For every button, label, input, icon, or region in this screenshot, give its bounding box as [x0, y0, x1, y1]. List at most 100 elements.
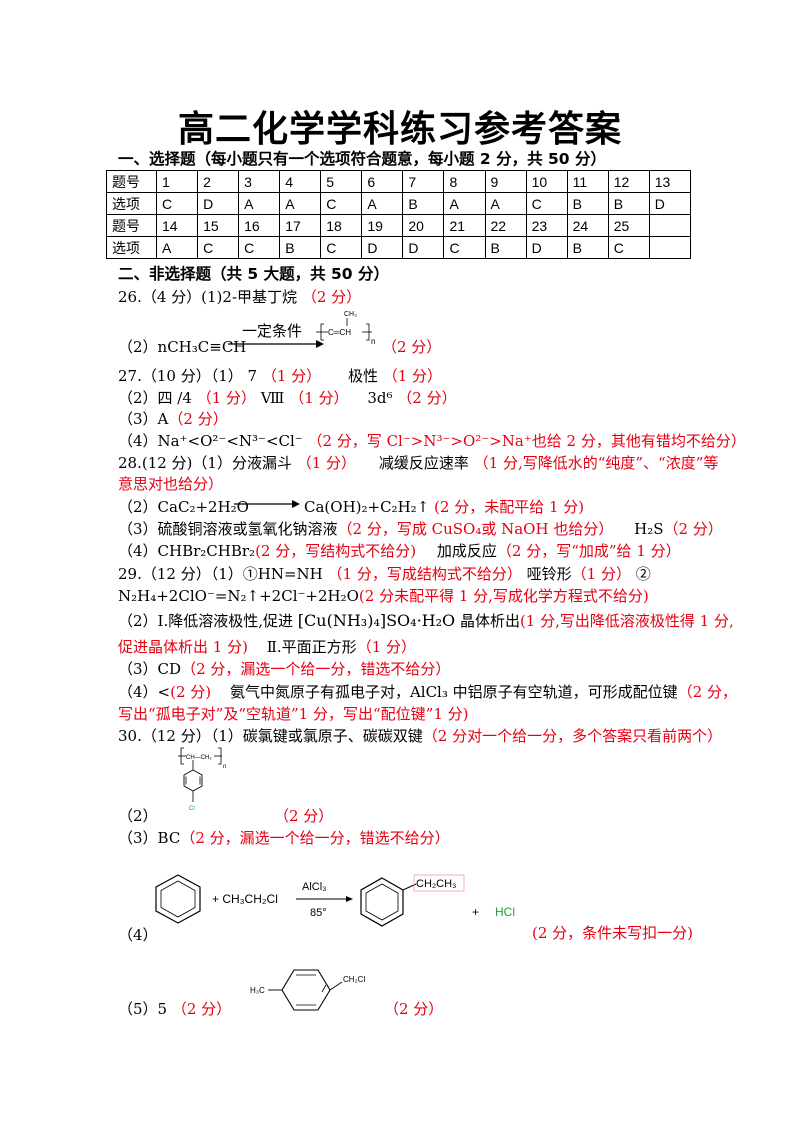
table-cell: D — [402, 236, 445, 259]
q30-reaction-scheme: + CH₃CH₂Cl AlCl₃ 85° CH₂CH₃ + HCl — [155, 874, 515, 927]
q29-s10: 写出“孤电子对”及“空轨道”1 分，写出“配位键”1 分) — [118, 705, 469, 723]
q27-s4: （1 分） — [289, 389, 349, 407]
table-cell: A — [484, 192, 527, 215]
reagent-label: + CH₃CH₂Cl — [212, 892, 278, 906]
q29-line3: （2）Ⅰ.降低溶液极性,促进 [Cu(NH₃)₄]SO₄·H₂O 晶体析出(1 … — [118, 610, 734, 631]
q30-line3: （3）BC（2 分，漏选一个给一分，错选不给分） — [118, 827, 450, 848]
pvc-n-label: n — [223, 764, 226, 770]
q27-a3: （3）A — [118, 410, 169, 428]
pvc-main-label: CH—CH₂ — [186, 755, 212, 761]
table-cell: C — [320, 192, 363, 215]
q28-arrow — [234, 500, 300, 508]
table-cell: 11 — [566, 170, 609, 193]
page-title: 高二化学学科练习参考答案 — [177, 109, 622, 150]
q28-s3: 意思对也给分） — [118, 475, 224, 493]
table-cell: D — [361, 236, 404, 259]
table-cell: 18 — [320, 214, 363, 237]
q30-product-structure: H₃C CH₂Cl — [250, 969, 365, 1011]
q26-line1: 26.（4 分）(1)2-甲基丁烷 （2 分） — [118, 286, 361, 307]
table-cell: 2 — [197, 170, 240, 193]
q28-s1: （1 分） — [296, 454, 357, 472]
q28-a4: （4）CHBr₂CHBr₂ — [118, 542, 256, 560]
q29-s2: （1 分） — [571, 565, 631, 583]
section1-heading: 一、选择题（每小题只有一个选项符合题意，每小题 2 分，共 50 分） — [118, 150, 606, 168]
poly-ch3-label: CH₃ — [344, 311, 357, 318]
table-cell: D — [525, 236, 568, 259]
table-cell: D — [197, 192, 240, 215]
table-cell: 5 — [320, 170, 363, 193]
q27-b2: Ⅷ — [260, 389, 285, 407]
poly-main-label: C═CH — [328, 328, 351, 337]
q29-b6: 氨气中氮原子有孤电子对，AlCl₃ 中铝原子有空轨道，可形成配位键 — [229, 683, 678, 701]
q28-s5: （2 分，写成 CuSO₄或 NaOH 也给分） — [337, 520, 614, 538]
table-cell: A — [279, 192, 322, 215]
table-cell: 6 — [361, 170, 404, 193]
table-cell: 21 — [443, 214, 486, 237]
q26-line2: （2）nCH₃C≡CH — [118, 336, 246, 357]
chloromethyl-label: CH₂Cl — [343, 975, 365, 984]
q29-line5: （3）CD（2 分，漏选一个给一分，错选不给分） — [118, 658, 450, 679]
q29-b4: Ⅱ.平面正方形 — [266, 638, 357, 656]
q26-arrow — [228, 340, 324, 348]
q29-s4: (1 分,写出降低溶液极性得 1 分, — [519, 612, 734, 630]
table-cell: 23 — [525, 214, 568, 237]
table-cell: C — [320, 236, 363, 259]
methyl-label: H₃C — [250, 986, 265, 995]
q29-b1: 哑铃形 — [526, 565, 572, 583]
catalyst-label: AlCl₃ — [302, 881, 327, 893]
table-cell: 14 — [155, 214, 199, 237]
q28-b3: H₂S — [634, 520, 664, 538]
q29-complex-formula: [Cu(NH₃)₄]SO₄·H₂O — [297, 611, 456, 630]
table-cell: C — [197, 236, 240, 259]
q28-line2: （2）CaC₂+2H₂O — [118, 496, 249, 517]
q29-a1: 29.（12 分）（1）①HN=NH — [118, 565, 323, 583]
table-cell: 19 — [361, 214, 404, 237]
plus-sign: + — [472, 905, 479, 919]
q30-s2: （2 分） — [274, 807, 334, 825]
q30-line5: （5）5 （2 分） — [118, 998, 231, 1019]
table-cell: 20 — [402, 214, 445, 237]
benzene-reactant — [155, 874, 201, 924]
table-cell: 8 — [443, 170, 486, 193]
q28-b4: 加成反应 — [436, 542, 497, 560]
table-cell — [648, 214, 692, 237]
ethylbenzene-product — [360, 877, 404, 927]
q28-s7: (2 分，写结构式不给分) — [255, 542, 417, 560]
q27-a1: 27.（10 分）（1） 7 — [118, 367, 258, 385]
section2-heading: 二、非选择题（共 5 大题，共 50 分） — [118, 265, 389, 283]
table-cell: D — [648, 192, 692, 215]
q26-score2: （2 分） — [382, 338, 442, 356]
q29-b3: 晶体析出 — [459, 612, 520, 630]
q27-s1: （1 分） — [261, 367, 322, 385]
table-cell: 17 — [279, 214, 322, 237]
table-cell: B — [484, 236, 527, 259]
q28-s8: （2 分，写“加成”给 1 分） — [496, 542, 681, 560]
q27-line3: （3）A（2 分） — [118, 408, 228, 429]
q26-polymer-structure: CH₃ C═CH n — [316, 311, 375, 346]
q30-s1: （2 分对一个给一分，多个答案只看前两个） — [422, 727, 723, 745]
table-cell: C — [443, 236, 486, 259]
q26-condition: 一定条件 — [242, 322, 303, 340]
poly-n-label: n — [371, 337, 375, 346]
q29-s7: （2 分，漏选一个给一分，错选不给分） — [181, 660, 451, 678]
q30-a2: （2） — [118, 807, 158, 825]
table-cell: 16 — [238, 214, 281, 237]
table-cell: 4 — [279, 170, 322, 193]
q27-line2: （2）四 /4 （1 分） Ⅷ （1 分） 3d⁶ （2 分） — [118, 387, 457, 408]
table-cell: A — [238, 192, 281, 215]
q27-line1: 27.（10 分）（1） 7 （1 分） 极性 （1 分） — [118, 365, 442, 386]
q30-s5: （2 分） — [171, 1000, 232, 1018]
q27-c2: 3d⁶ — [367, 389, 393, 407]
table-cell: 9 — [484, 170, 527, 193]
q27-a4: （4）Na⁺<O²⁻<N³⁻<Cl⁻ — [118, 432, 303, 450]
q29-a3: （2）Ⅰ.降低溶液极性,促进 — [118, 612, 294, 630]
ethyl-label: CH₂CH₃ — [416, 878, 457, 890]
hcl-label: HCl — [495, 905, 515, 919]
temperature-label: 85° — [310, 907, 327, 919]
table-row-header: 选项 — [106, 192, 157, 215]
table-cell: C — [525, 192, 568, 215]
q27-s6: （2 分） — [168, 410, 228, 428]
table-cell: A — [443, 192, 486, 215]
